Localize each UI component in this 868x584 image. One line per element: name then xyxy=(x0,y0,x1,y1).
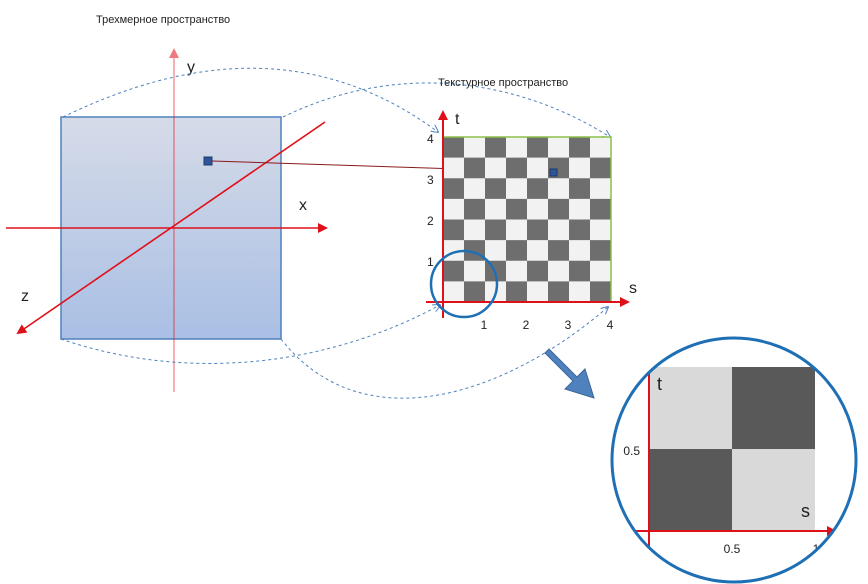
t-tick-3: 3 xyxy=(427,173,434,187)
checker-cell xyxy=(590,219,612,241)
s-tick-4: 4 xyxy=(607,318,614,332)
checker-cell xyxy=(443,219,465,241)
checkerboard-texture xyxy=(443,137,612,303)
checker-cell xyxy=(506,260,528,282)
zoom-t-tick-1: 1 xyxy=(630,360,637,374)
checker-cell xyxy=(548,219,570,241)
checker-cell xyxy=(464,281,486,303)
checker-cell xyxy=(548,281,570,303)
highlight-circle xyxy=(429,249,499,319)
checker-cell xyxy=(548,240,570,262)
checker-cell xyxy=(485,178,507,200)
checker-cell xyxy=(485,137,507,158)
t-tick-1: 1 xyxy=(427,255,434,269)
zoom-s-label: s xyxy=(801,501,810,521)
checker-cell xyxy=(527,198,549,220)
checker-cell xyxy=(590,157,612,179)
checker-cell xyxy=(590,240,612,262)
checker-cell xyxy=(548,137,570,158)
checker-cell xyxy=(527,137,549,158)
checker-cell xyxy=(485,240,507,262)
checker-cell xyxy=(506,198,528,220)
checker-cell xyxy=(569,281,591,303)
zoom-cell-top-left xyxy=(649,367,732,449)
checker-cell xyxy=(548,260,570,282)
checker-cell xyxy=(485,198,507,220)
checker-cell xyxy=(506,240,528,262)
zoom-cell-bottom-right xyxy=(732,449,815,531)
z-axis-label: z xyxy=(21,288,29,305)
t-tick-4: 4 xyxy=(427,132,434,146)
checker-cell xyxy=(506,178,528,200)
checker-cell xyxy=(506,137,528,158)
checker-cell xyxy=(569,157,591,179)
checker-cell xyxy=(569,240,591,262)
checker-cell xyxy=(548,198,570,220)
checker-cell xyxy=(569,198,591,220)
checker-cell xyxy=(569,137,591,158)
s-tick-3: 3 xyxy=(565,318,572,332)
checker-cell xyxy=(485,157,507,179)
checker-cell xyxy=(527,157,549,179)
checker-cell xyxy=(464,178,486,200)
t-axis-label: t xyxy=(455,111,460,128)
checker-cell xyxy=(506,219,528,241)
checker-cell xyxy=(590,137,612,158)
checker-cell xyxy=(548,178,570,200)
zoom-arrow xyxy=(544,348,595,399)
y-axis-label: y xyxy=(187,59,195,76)
checker-cell xyxy=(443,178,465,200)
zoom-s-tick-05: 0.5 xyxy=(724,542,741,556)
checker-cell xyxy=(443,157,465,179)
checker-cell xyxy=(464,137,486,158)
checker-cell xyxy=(527,240,549,262)
checker-cell xyxy=(527,219,549,241)
checker-cell xyxy=(527,260,549,282)
checker-cell xyxy=(506,157,528,179)
checker-cell xyxy=(443,198,465,220)
s-axis-label: s xyxy=(629,280,637,297)
surface-point xyxy=(203,156,213,166)
s-tick-1: 1 xyxy=(481,318,488,332)
zoom-t-label: t xyxy=(657,374,662,394)
checker-cell xyxy=(590,281,612,303)
space3d-title: Трехмерное пространство xyxy=(96,14,230,26)
zoom-cell-bottom-left xyxy=(649,449,732,531)
checker-cell xyxy=(590,178,612,200)
checker-cell xyxy=(443,137,465,158)
mapping-curve-top-right xyxy=(282,82,610,137)
checker-cell xyxy=(464,198,486,220)
zoom-cell-top-right xyxy=(732,367,815,449)
texture-point xyxy=(549,168,558,177)
checker-cell xyxy=(569,178,591,200)
checker-cell xyxy=(485,219,507,241)
checker-cell xyxy=(527,178,549,200)
mapping-curve-top-left xyxy=(62,67,438,132)
z-axis xyxy=(16,121,326,335)
checker-cell xyxy=(590,260,612,282)
checker-cell xyxy=(464,157,486,179)
checker-cell xyxy=(590,198,612,220)
mapping-curve-bottom-right xyxy=(280,307,608,399)
checker-cell xyxy=(464,260,486,282)
mapping-curve-bottom-left xyxy=(60,305,440,364)
checker-cell xyxy=(464,219,486,241)
x-axis-label: x xyxy=(299,197,307,214)
zoom-circle xyxy=(610,336,858,584)
checker-cell xyxy=(569,219,591,241)
checker-cell xyxy=(527,281,549,303)
t-tick-2: 2 xyxy=(427,214,434,228)
checker-cell xyxy=(443,260,465,282)
checker-cell xyxy=(506,281,528,303)
texture-title: Текстурное пространство xyxy=(438,77,568,89)
checker-cell xyxy=(443,281,465,303)
checker-cell xyxy=(569,260,591,282)
zoom-t-tick-05: 0.5 xyxy=(623,444,640,458)
s-tick-2: 2 xyxy=(523,318,530,332)
